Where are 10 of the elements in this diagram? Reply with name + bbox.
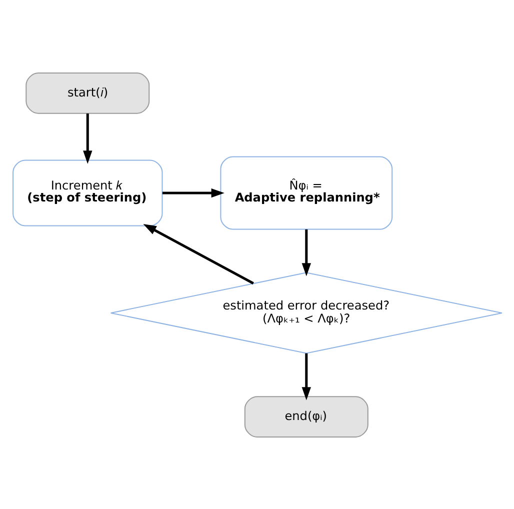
node-diamond: estimated error decreased? (Λφₖ₊₁ < Λφₖ)? xyxy=(110,272,502,354)
arrow xyxy=(142,223,254,284)
arrow xyxy=(301,352,310,400)
node-box: start(𝑖) xyxy=(25,72,150,114)
arrow xyxy=(162,188,224,198)
node-box: end(φᵢ) xyxy=(244,396,368,437)
node-box: N̂φᵢ = Adaptive replanning* xyxy=(220,156,392,230)
arrow xyxy=(82,113,92,164)
arrow xyxy=(301,228,310,276)
node-box: Increment 𝑘 (step of steering) xyxy=(12,159,162,226)
